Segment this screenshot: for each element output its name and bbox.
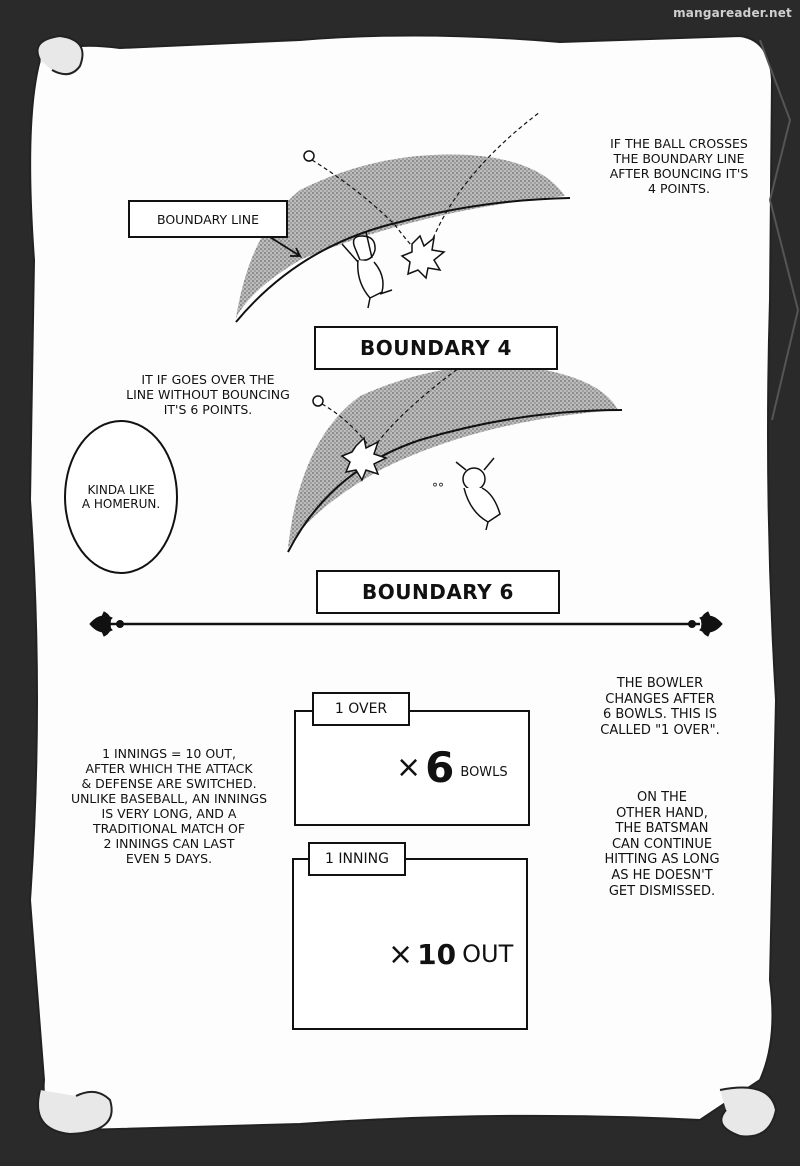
boundary-line-6	[287, 409, 623, 553]
boundary-line-label: BOUNDARY LINE	[128, 200, 288, 238]
scroll-curl-top	[36, 34, 84, 76]
inning-caption-left: 1 INNINGS = 10 OUT, AFTER WHICH THE ATTA…	[70, 746, 268, 866]
inning-unit: OUT	[462, 940, 514, 968]
fielder-4	[341, 231, 393, 309]
boundary6-caption: IT IF GOES OVER THE LINE WITHOUT BOUNCIN…	[126, 372, 290, 417]
over-count: 6	[425, 742, 455, 792]
inning-formula: × 10 OUT	[388, 930, 513, 978]
inning-count: 10	[417, 937, 457, 971]
over-caption: THE BOWLER CHANGES AFTER 6 BOWLS. THIS I…	[600, 676, 720, 738]
scroll-curl-bottom-right	[719, 1086, 778, 1138]
field-shading-6	[288, 365, 618, 548]
ball-path-4	[311, 111, 541, 262]
ball-6	[312, 395, 324, 407]
over-multiplier: ×	[396, 749, 422, 785]
watermark: mangareader.net	[673, 6, 792, 20]
over-formula: × 6 BOWLS	[396, 742, 508, 792]
boundary4-caption: IF THE BALL CROSSES THE BOUNDARY LINE AF…	[609, 136, 749, 196]
speech-bubble: KINDA LIKE A HOMERUN.	[64, 420, 178, 574]
inning-panel	[292, 858, 528, 1030]
bounce-burst-4	[400, 234, 446, 280]
fielder-6	[455, 457, 501, 531]
over-panel	[294, 710, 530, 826]
inning-caption-right: ON THE OTHER HAND, THE BATSMAN CAN CONTI…	[604, 790, 720, 899]
field-shading-4	[236, 154, 565, 318]
ball-4	[303, 150, 315, 162]
boundary-line-4	[235, 197, 571, 323]
surprise-marks: °°	[432, 481, 444, 495]
scroll-curl-bottom	[37, 1089, 113, 1136]
ornamental-divider	[89, 611, 723, 637]
boundary6-title: BOUNDARY 6	[316, 570, 560, 614]
label-arrow	[261, 231, 303, 259]
impact-burst-6	[340, 436, 388, 482]
over-tab: 1 OVER	[312, 692, 410, 726]
inning-tab: 1 INNING	[308, 842, 406, 876]
speech-bubble-text: KINDA LIKE A HOMERUN.	[81, 482, 161, 511]
boundary4-title: BOUNDARY 4	[314, 326, 558, 370]
scroll-edge-right	[759, 39, 800, 421]
inning-multiplier: ×	[388, 936, 414, 972]
over-unit: BOWLS	[460, 764, 508, 780]
